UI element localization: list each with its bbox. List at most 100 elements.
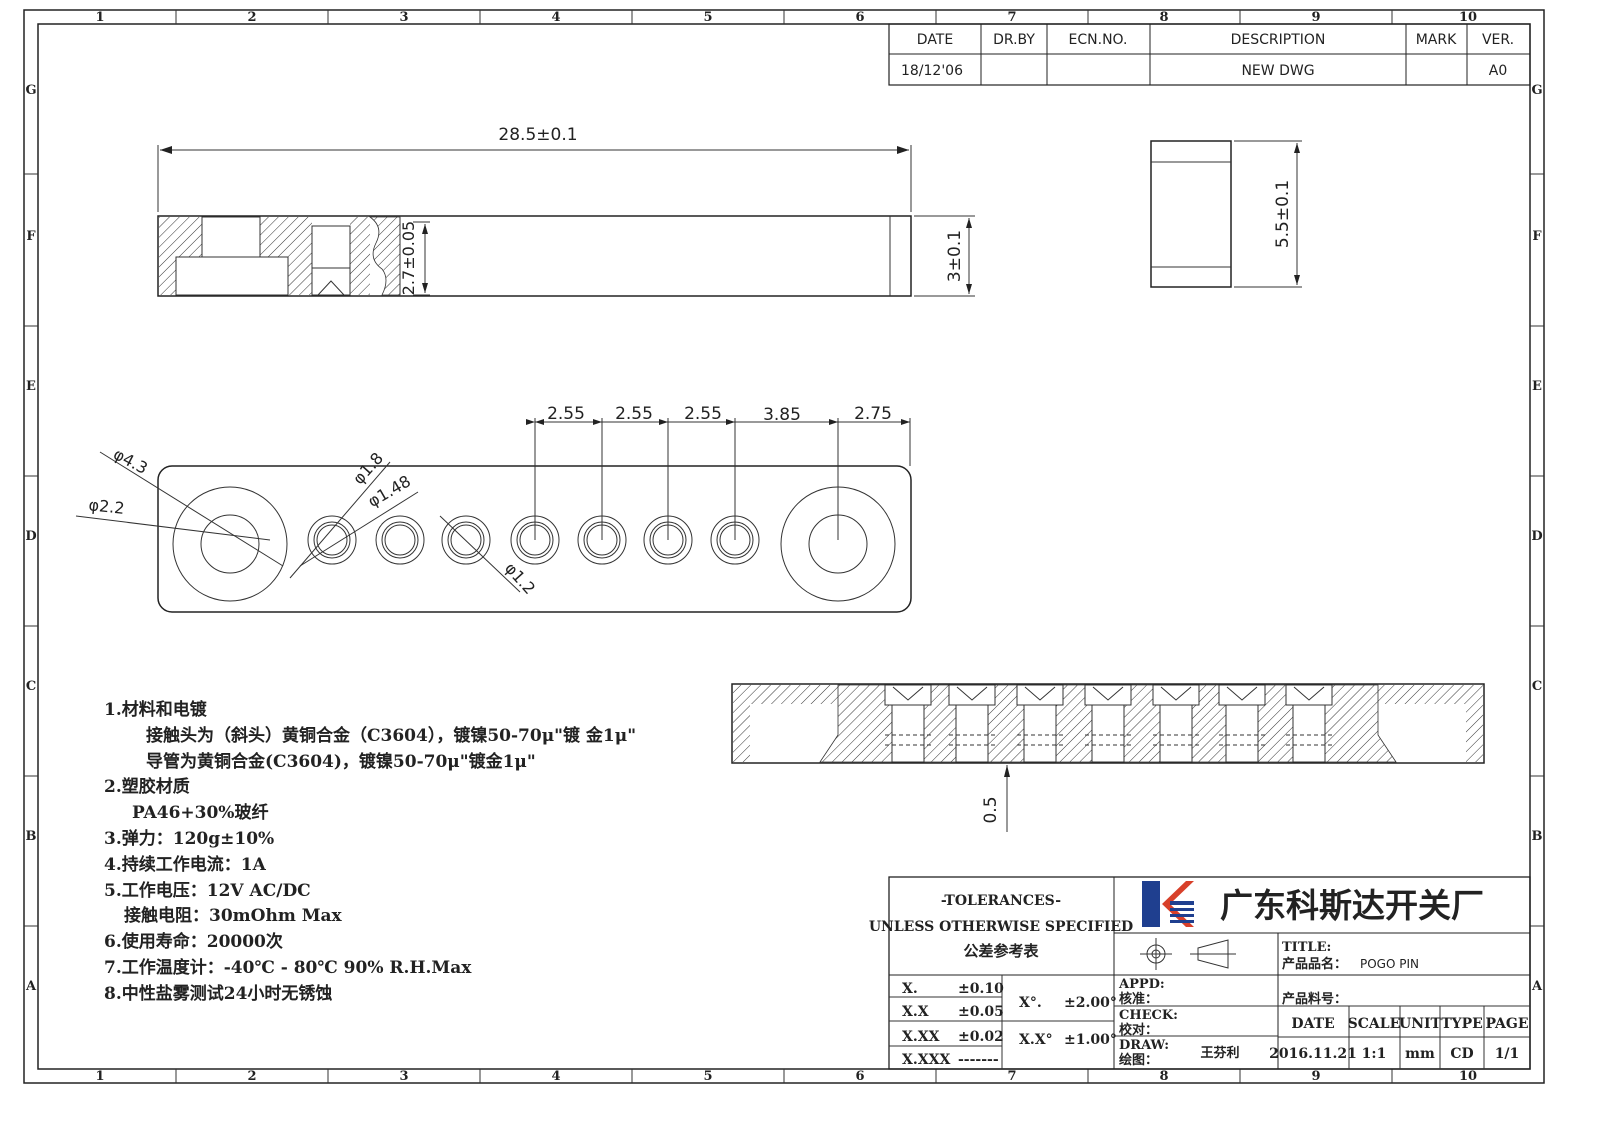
bottom-section-view: 0.5: [731, 683, 1485, 832]
technical-notes: 1.材料和电镀 接触头为（斜头）黄铜合金（C3604），镀镍50-70μ"镀 金…: [104, 698, 744, 1008]
note-2-material: PA46+30%玻纤: [132, 803, 269, 824]
info-value-2: mm: [1405, 1046, 1435, 1062]
product-no-cn: 产品料号：: [1282, 991, 1347, 1007]
product-name: POGO PIN: [1360, 957, 1419, 971]
check-cn: 校对：: [1119, 1022, 1158, 1038]
column-label-bottom-10: 10: [1459, 1069, 1477, 1084]
note-8: 8.中性盐雾测试24小时无锈蚀: [104, 983, 333, 1004]
pin-hole: [441, 515, 491, 565]
dim-d43: φ4.3: [110, 444, 151, 478]
row-label-E: E: [26, 379, 36, 394]
dim-pitch-2: 2.55: [615, 404, 653, 424]
ang-key-1: X.X°: [1019, 1032, 1053, 1048]
tol-title: -TOLERANCES-: [941, 893, 1061, 909]
check-label: CHECK:: [1119, 1008, 1178, 1023]
column-label-bottom-2: 2: [247, 1069, 256, 1084]
tol-key-3: X.XXX: [902, 1052, 950, 1068]
plan-view: 2.55 2.55 2.55 3.85 2.75 φ4.3 φ2.2 φ1.8 …: [75, 404, 912, 613]
column-label-bottom-8: 8: [1159, 1069, 1168, 1084]
info-header-0: DATE: [1291, 1016, 1334, 1032]
company-logo-icon: [1142, 881, 1194, 927]
tol-key-1: X.X: [902, 1004, 929, 1020]
dim-height-27: 2.7±0.05: [399, 221, 418, 295]
ang-val-0: ±2.00°: [1064, 995, 1117, 1011]
dim-offset-05: 0.5: [981, 796, 1001, 823]
note-4: 4.持续工作电流：1A: [104, 854, 266, 875]
note-7: 7.工作温度计：-40℃ - 80℃ 90% R.H.Max: [104, 957, 472, 978]
dim-thickness: 3±0.1: [945, 230, 965, 282]
pin-hole: [307, 515, 357, 565]
row-label-right-F: F: [1532, 229, 1542, 244]
tol-val-1: ±0.05: [958, 1004, 1004, 1020]
note-1-tube: 导管为黄铜合金(C3604)，镀镍50-70μ"镀金1μ": [146, 751, 536, 772]
tol-cn: 公差参考表: [963, 942, 1039, 960]
dim-side-height: 5.5±0.1: [1273, 180, 1293, 248]
column-label-bottom-6: 6: [855, 1069, 864, 1084]
rev-header-4: MARK: [1416, 32, 1457, 48]
rev-header-2: ECN.NO.: [1069, 32, 1128, 48]
column-label-bottom-9: 9: [1311, 1069, 1320, 1084]
column-label-bottom-3: 3: [399, 1069, 408, 1084]
dim-pitch-1: 2.55: [547, 404, 585, 424]
tol-val-0: ±0.10: [958, 981, 1004, 997]
column-label-bottom-7: 7: [1007, 1069, 1016, 1084]
row-label-B: B: [26, 829, 37, 844]
tol-val-2: ±0.02: [958, 1029, 1004, 1045]
row-label-C: C: [26, 679, 36, 694]
note-3: 3.弹力：120g±10%: [104, 828, 275, 849]
rev-header-3: DESCRIPTION: [1231, 32, 1326, 48]
row-label-right-C: C: [1532, 679, 1542, 694]
row-label-G: G: [25, 83, 36, 98]
dim-d22: φ2.2: [88, 495, 126, 518]
info-header-1: SCALE: [1348, 1016, 1401, 1032]
draw-label: DRAW:: [1119, 1038, 1169, 1053]
drawer-name: 王芬利: [1200, 1045, 1239, 1061]
tol-sub: UNLESS OTHERWISE SPECIFIED: [869, 919, 1133, 935]
row-label-right-B: B: [1532, 829, 1543, 844]
row-label-D: D: [25, 529, 36, 544]
column-label-bottom-4: 4: [551, 1069, 560, 1084]
column-label-3: 3: [399, 10, 408, 25]
column-label-bottom-5: 5: [703, 1069, 712, 1084]
pin-hole: [375, 515, 425, 565]
dim-total-length: 28.5±0.1: [498, 125, 577, 145]
ang-key-0: X°.: [1019, 995, 1042, 1011]
dim-d18: φ1.8: [349, 449, 387, 488]
front-section-view: 28.5±0.1 2.7±0.05 3±0.1: [157, 125, 975, 297]
rev-value-3: NEW DWG: [1241, 63, 1314, 79]
product-name-label: 产品品名：: [1282, 956, 1347, 972]
column-label-9: 9: [1311, 10, 1320, 25]
rev-header-5: VER.: [1482, 32, 1514, 48]
side-view: 5.5±0.1: [1150, 140, 1302, 288]
ang-val-1: ±1.00°: [1064, 1032, 1117, 1048]
row-label-F: F: [26, 229, 36, 244]
note-6: 6.使用寿命：20000次: [104, 932, 283, 953]
projection-symbol-icon: [1140, 938, 1236, 970]
dim-pitch-5: 2.75: [854, 404, 892, 424]
appd-cn: 核准：: [1119, 991, 1158, 1007]
info-value-3: CD: [1450, 1046, 1473, 1062]
title-label: TITLE:: [1282, 940, 1331, 955]
appd-label: APPD:: [1118, 977, 1165, 992]
tol-key-2: X.XX: [902, 1029, 940, 1045]
info-value-1: 1:1: [1362, 1046, 1387, 1062]
column-label-bottom-1: 1: [95, 1069, 104, 1084]
row-label-right-A: A: [1531, 979, 1543, 994]
column-label-8: 8: [1159, 10, 1168, 25]
dim-pitch-4: 3.85: [763, 405, 801, 425]
info-value-4: 1/1: [1495, 1046, 1520, 1062]
rev-value-0: 18/12'06: [901, 63, 963, 79]
column-label-1: 1: [95, 10, 104, 25]
column-label-4: 4: [551, 10, 560, 25]
rev-header-0: DATE: [917, 32, 953, 48]
tol-key-0: X.: [902, 981, 918, 997]
info-header-3: TYPE: [1441, 1016, 1483, 1032]
info-value-0: 2016.11.21: [1269, 1046, 1357, 1062]
column-label-10: 10: [1459, 10, 1477, 25]
info-header-4: PAGE: [1486, 1016, 1529, 1032]
note-5-resistance: 接触电阻：30mOhm Max: [124, 906, 342, 927]
